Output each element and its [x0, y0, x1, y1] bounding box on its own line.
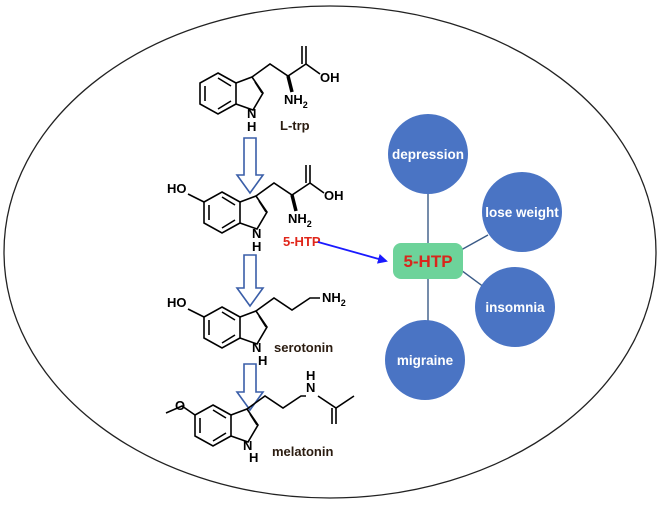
- effect-node-migraine: migraine: [385, 320, 465, 400]
- molecule-serotonin: HO NH2 N H: [167, 290, 346, 368]
- melatonin-o: O: [175, 398, 185, 413]
- down-arrow-1: [235, 137, 265, 195]
- molecule-l-trp: OH NH2 N H: [199, 46, 340, 134]
- hub-label: 5-HTP: [403, 252, 452, 271]
- ltrp-oh: OH: [320, 70, 340, 85]
- ltrp-n: N: [247, 106, 256, 121]
- outer-ellipse: [3, 5, 657, 499]
- melatonin-amide-h: H: [306, 368, 315, 383]
- htp-h: H: [252, 239, 261, 254]
- effect-label-insomnia: insomnia: [485, 300, 545, 315]
- serotonin-nh2: NH2: [322, 290, 346, 308]
- melatonin-n: N: [243, 438, 252, 453]
- down-arrow-2: [235, 254, 265, 308]
- melatonin-h: H: [249, 450, 258, 465]
- effect-label-depression: depression: [392, 147, 464, 162]
- htp-n: N: [252, 226, 261, 241]
- effect-node-depression: depression: [388, 114, 468, 194]
- htp-name: 5-HTP: [283, 234, 321, 249]
- ltrp-h: H: [247, 119, 256, 134]
- melatonin-amide-n: N: [306, 380, 315, 395]
- effect-label-migraine: migraine: [397, 353, 454, 368]
- htp-ho: HO: [167, 181, 187, 196]
- effect-label-lose-weight: lose weight: [485, 205, 559, 220]
- melatonin-name: melatonin: [272, 444, 333, 459]
- serotonin-ho: HO: [167, 295, 187, 310]
- htp-oh: OH: [324, 188, 344, 203]
- serotonin-name: serotonin: [274, 340, 333, 355]
- ltrp-nh2: NH2: [284, 92, 308, 110]
- effect-node-lose-weight: lose weight: [482, 172, 562, 252]
- molecule-melatonin: O N H N H: [165, 368, 355, 465]
- htp-to-hub-arrow: [317, 241, 388, 264]
- molecule-5-htp: HO OH NH2 N H: [167, 165, 344, 254]
- ltrp-name: L-trp: [280, 118, 310, 133]
- serotonin-h: H: [258, 353, 267, 368]
- effect-node-insomnia: insomnia: [475, 267, 555, 347]
- htp-nh2: NH2: [288, 211, 312, 229]
- hub-node: 5-HTP: [393, 243, 463, 279]
- serotonin-n: N: [252, 340, 261, 355]
- down-arrow-3: [235, 363, 265, 412]
